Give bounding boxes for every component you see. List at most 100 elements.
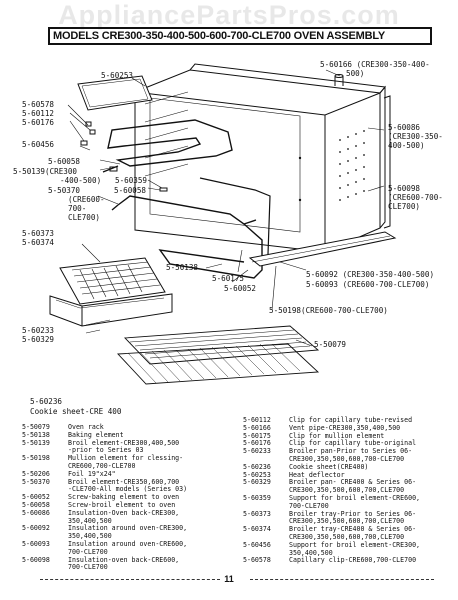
part-description: Insulation-Oven back-CRE300, — [68, 508, 180, 517]
callout-screw-baking: 5-60052 — [224, 284, 257, 293]
callout-vent-pipe-models: 500) — [346, 69, 365, 78]
parts-row: CRE300,350,500,600,700-CLE700 — [243, 454, 458, 464]
part-description: Insulation around oven-CRE300, — [68, 524, 188, 533]
part-number: 5-60052 — [22, 493, 50, 502]
broiler-pan — [59, 257, 166, 305]
callout-insulation-back-cre300-models-1: (CRE300-350- — [388, 132, 443, 141]
part-description: Clip for capillary tube-revised — [289, 416, 413, 424]
parts-row: 350,400,500 — [22, 532, 242, 541]
part-description: Clip for mullion element — [289, 431, 385, 440]
callout-support-broil-element: 5-60456 — [22, 140, 55, 149]
parts-row: 5-60052 Screw-baking element to oven — [22, 493, 242, 502]
broil-element — [102, 119, 233, 173]
callout-vent-pipe: 5-60166 (CRE300-350-400- — [320, 60, 430, 69]
callout-screw-broil: 5-60058 — [48, 157, 81, 166]
part-description: 350,400,500 — [68, 516, 112, 525]
part-number: 5-60086 — [22, 508, 50, 517]
part-number: 5-60253 — [243, 470, 271, 479]
parts-row: 5-50138 Baking element — [22, 430, 242, 440]
oven-rack-lower — [117, 343, 320, 385]
part-description: Capillary clip-CRE600,700-CLE700 — [289, 556, 417, 565]
parts-row: -prior to Series 03 — [22, 447, 242, 455]
part-description: CRE300,350,500,600,700-CLE700 — [289, 454, 405, 463]
part-description: Broil element-CRE300,400,500 — [68, 438, 180, 447]
parts-row: CRE300,350,500,600,700,CLE700 — [243, 532, 458, 542]
part-description: CRE300,350,500,600,700,CLE700 — [289, 486, 405, 495]
oven-cavity — [134, 63, 386, 253]
part-description: Broiler tray-CRE400 & Series 06- — [289, 525, 417, 534]
parts-row: 700-CLE700 — [22, 564, 242, 572]
page-number: 11 — [224, 574, 234, 584]
part-number: 5-50139 — [22, 438, 50, 447]
part-description: Screw-baking element to oven — [68, 493, 180, 502]
part-description: Oven rack — [68, 423, 104, 431]
vent-pipe — [334, 74, 344, 86]
part-description: -prior to Series 03 — [68, 446, 144, 455]
footer-rule-right — [250, 579, 434, 580]
part-number: 5-50370 — [22, 477, 50, 486]
part-number: 5-60166 — [243, 423, 271, 432]
callout-broiler-pan-prior: 5-60233 — [22, 326, 55, 335]
callout-broil-element-cre600: 5-50370 — [48, 186, 81, 195]
part-description: Cookie sheet(CRE400) — [289, 462, 369, 471]
callout-capillary-clip: 5-60578 — [22, 100, 55, 109]
callout-screw-broil-2: 5-60058 — [114, 186, 147, 195]
part-description: 700-CLE700 — [68, 547, 108, 556]
page-title: MODELS CRE300-350-400-500-600-700-CLE700… — [48, 27, 432, 45]
part-description: Insulation-oven back-CRE600, — [68, 555, 180, 564]
part-description: Clip for capillary tube-original — [289, 439, 417, 448]
callout-insulation-around-cre600: 5-60093 (CRE600-700-CLE700) — [306, 280, 430, 289]
part-description: Foil 19"x24" — [68, 469, 116, 478]
callout-broil-element-cre300-models: -400-500) — [60, 176, 102, 185]
parts-row: 5-60092 Insulation around oven-CRE300, — [22, 525, 242, 533]
parts-row: CRE600,700-CLE700 — [22, 462, 242, 471]
part-description: Broil element-CRE350,600,700 — [68, 477, 180, 486]
watermark: AppliancePartsPros.com — [58, 0, 400, 30]
part-number: 5-60058 — [22, 500, 50, 509]
part-description: 350,400,500 — [68, 532, 112, 541]
callout-broil-element-cre600-models-2: 700- — [68, 204, 87, 213]
callout-insulation-back-cre600-models-2: CLE700) — [388, 202, 421, 211]
callout-clip-mullion: 5-60175 — [212, 274, 245, 283]
part-description: Vent pipe-CRE300,350,400,500 — [289, 423, 401, 432]
part-description: CRE300,350,500,600,700,CLE700 — [289, 517, 405, 526]
parts-row: 5-50139 Broil element-CRE300,400,500 — [22, 438, 242, 448]
callout-insulation-back-cre600: 5-60098 — [388, 184, 421, 193]
part-description: 700-CLE700 — [68, 563, 108, 572]
part-number: 5-60236 — [243, 462, 271, 471]
part-number: 5-50138 — [22, 430, 50, 439]
broiler-tray — [49, 293, 173, 327]
callout-baking-element: 5-50138 — [166, 263, 199, 272]
part-description: Broiler tray-Prior to Series 06- — [289, 509, 417, 518]
parts-row: 5-60166 Vent pipe-CRE300,350,400,500 — [243, 423, 458, 433]
part-description: Baking element — [68, 430, 124, 439]
part-number: 5-60098 — [22, 555, 50, 564]
part-number: 5-60092 — [22, 524, 50, 533]
part-number: 5-50198 — [22, 454, 50, 463]
parts-row: 5-60374 Broiler tray-CRE400 & Series 06- — [243, 525, 458, 534]
parts-row: 5-60236 Cookie sheet(CRE400) — [243, 462, 458, 472]
part-description: Support for broil element-CRE300, — [289, 540, 421, 549]
callout-heat-deflector: 5-60253 — [101, 71, 134, 80]
part-number: 5-60374 — [243, 525, 271, 534]
oven-rack-upper — [124, 325, 320, 365]
callout-broiler-tray-series06: 5-60374 — [22, 238, 55, 247]
part-description: Support for broil element-CRE600, — [289, 493, 421, 502]
callout-broil-element-cre300: 5-50139(CRE300 — [13, 167, 78, 176]
part-description: CRE300,350,500,600,700,CLE700 — [289, 532, 405, 541]
parts-row: CRE300,350,500,600,700,CLE700 — [243, 486, 458, 495]
callout-broil-element-cre600-models-1: (CRE600- — [68, 195, 105, 204]
heat-deflector — [77, 75, 153, 111]
footer-rule-left — [40, 579, 220, 580]
